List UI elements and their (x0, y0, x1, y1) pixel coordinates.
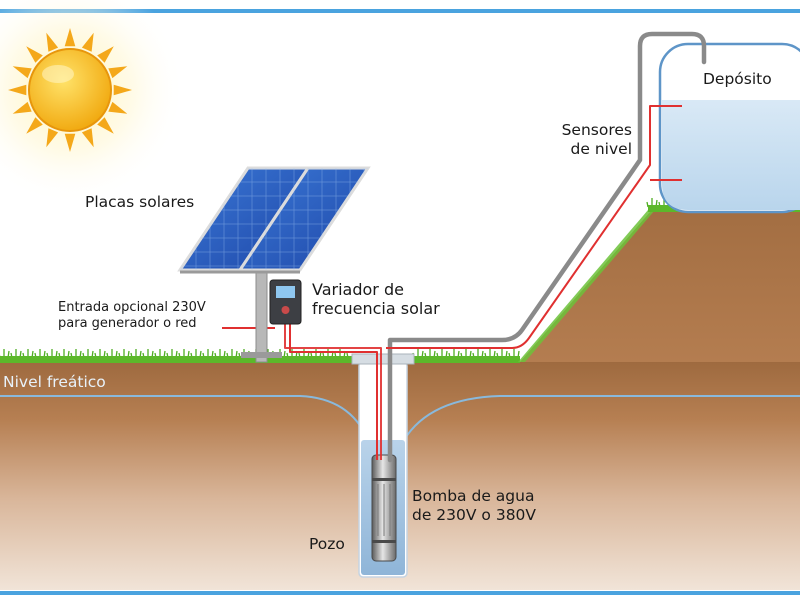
sun-icon (0, 0, 185, 205)
sun-ray (64, 28, 76, 47)
pump-icon (371, 454, 397, 562)
sun-ray (64, 133, 76, 152)
optional-input-label: Entrada opcional 230V para generador o r… (58, 300, 206, 331)
tank-label: Depósito (703, 70, 772, 88)
grass-slope (518, 210, 655, 362)
sun-ray (46, 32, 59, 52)
optional-input-label-line1: Entrada opcional 230V (58, 300, 206, 315)
pump-label-line2: de 230V o 380V (412, 505, 537, 524)
sun-ray (81, 32, 94, 52)
sun-ray (12, 101, 32, 114)
sun-ray (12, 66, 32, 79)
hill (520, 212, 800, 362)
water-table-line-right (403, 395, 800, 441)
sun-ray (26, 117, 43, 134)
inverter-label: Variador de frecuencia solar (312, 280, 440, 318)
sun-ray (97, 46, 114, 63)
well-label: Pozo (309, 535, 345, 553)
grass-blade (646, 201, 649, 208)
inverter-label-line2: frecuencia solar (312, 299, 440, 319)
solar-panels-label: Placas solares (85, 193, 195, 211)
sun-ray (8, 84, 27, 96)
water-pipe (387, 31, 707, 463)
pump-label: Bomba de agua de 230V o 380V (412, 487, 536, 524)
sun-ray (46, 128, 59, 148)
level-sensors-label-line1: Sensores (561, 121, 632, 139)
sun-ray (81, 128, 94, 148)
bottom-border (0, 591, 800, 595)
top-border (0, 9, 800, 13)
sun-ray (26, 46, 43, 63)
inverter-label-line1: Variador de (312, 280, 404, 299)
inverter-icon (269, 279, 302, 325)
sun-ray (113, 84, 132, 96)
sun-ray (108, 101, 128, 114)
pole-base (241, 352, 282, 358)
tank (658, 42, 800, 214)
sun-ray (97, 117, 114, 134)
water-table-label: Nivel freático (3, 373, 106, 391)
level-sensors (650, 105, 682, 181)
panel-pole (255, 257, 268, 363)
pump-label-line1: Bomba de agua (412, 487, 535, 505)
level-sensors-label-line2: de nivel (570, 139, 632, 158)
solar-panel-icon (177, 166, 371, 274)
cables (222, 105, 682, 460)
optional-input-label-line2: para generador o red (58, 315, 197, 331)
sun-ray (108, 66, 128, 79)
level-sensors-label: Sensores de nivel (552, 121, 632, 158)
